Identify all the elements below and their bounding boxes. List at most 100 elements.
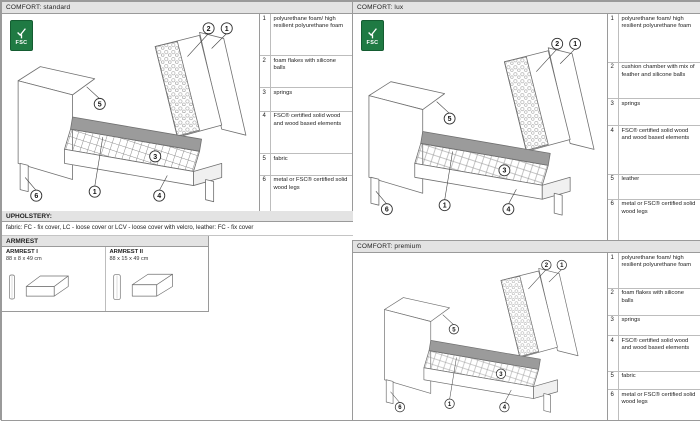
legend-item-text: metal or FSC® certified solid wood legs <box>273 177 348 191</box>
legend-item-text: FSC® certified solid wood and wood based… <box>621 337 690 352</box>
callout-1-top: 1 <box>569 37 582 50</box>
sofa-diagram-lux: FSC 2 1 5 3 1 4 <box>353 14 607 240</box>
sofa-leg-left <box>370 176 380 206</box>
base-side <box>193 162 223 186</box>
callout-leader-lines <box>375 48 576 205</box>
armrest-side-icon <box>112 274 121 300</box>
legend-item-text: polyurethane foam/ high resilient polyur… <box>621 15 692 30</box>
sofa-line-art <box>384 268 579 413</box>
callout-6: 6 <box>394 402 406 413</box>
upholstery-title: UPHOLSTERY: <box>6 212 52 220</box>
legend-item-text: FSC® certified solid wood and wood based… <box>273 113 342 127</box>
fsc-tree-icon <box>368 27 377 38</box>
sofa-leg-right <box>553 192 563 216</box>
legend-item-number: 5 <box>260 154 271 175</box>
sofa-leg-right <box>543 393 551 413</box>
foam-flakes-texture <box>500 275 540 357</box>
legend-item-number: 4 <box>608 126 619 174</box>
svg-text:4: 4 <box>503 405 507 411</box>
panel-title-lux: COMFORT: lux <box>353 2 700 14</box>
legend-item-text: springs <box>621 100 641 107</box>
upholstery-header: UPHOLSTERY: <box>2 211 353 222</box>
legend-item-text: springs <box>621 317 641 324</box>
legend-item-number: 3 <box>260 88 271 111</box>
armrest-name: ARMREST I <box>6 249 38 255</box>
sofa-cutaway-diagram: 2 1 5 3 1 4 6 <box>17 22 247 203</box>
foam-flakes-texture <box>154 41 200 137</box>
fsc-tree-icon <box>17 27 26 38</box>
legend-item-text: polyurethane foam/ high resilient polyur… <box>273 15 344 30</box>
comfort-premium-panel: COMFORT: premium 2 1 5 3 1 <box>352 240 700 421</box>
sofa-line-art <box>17 31 247 203</box>
legend-item-text: polyurethane foam/ high resilient polyur… <box>621 254 692 269</box>
svg-text:3: 3 <box>153 154 157 161</box>
svg-text:1: 1 <box>573 41 577 48</box>
svg-text:2: 2 <box>207 26 211 33</box>
upholstery-armrest-section: UPHOLSTERY: fabric: FC - fix cover, LC -… <box>1 211 353 421</box>
callout-6: 6 <box>380 203 393 216</box>
svg-text:1: 1 <box>225 26 229 33</box>
legend-item-text: fabric <box>621 373 636 380</box>
sofa-cutaway-diagram: 2 1 5 3 1 4 6 <box>368 37 595 216</box>
sofa-leg-left <box>385 379 394 405</box>
legend-item-text: fabric <box>273 155 288 162</box>
sofa-diagram-premium: 2 1 5 3 1 4 6 <box>353 253 607 420</box>
legend-item-number: 1 <box>608 253 619 288</box>
armrest-item-1: ARMREST I 88 x 8 x 49 cm <box>2 247 105 311</box>
svg-text:3: 3 <box>499 372 503 378</box>
svg-text:1: 1 <box>443 203 447 210</box>
sofa-line-art <box>368 47 595 216</box>
sofa-leg-left <box>19 162 29 193</box>
legend-item-number: 2 <box>608 62 619 99</box>
armrest-front <box>384 309 432 394</box>
armrest-side-icon <box>9 274 15 300</box>
callout-1-bottom: 1 <box>88 185 101 198</box>
legend-item-text: metal or FSC® certified solid wood legs <box>621 391 696 406</box>
callout-1-top: 1 <box>220 22 233 35</box>
svg-text:5: 5 <box>452 327 456 333</box>
legend-item-number: 6 <box>608 199 619 240</box>
callout-3: 3 <box>149 150 162 163</box>
legend-item-text: leather <box>621 176 640 183</box>
legend-item-number: 4 <box>608 336 619 371</box>
armrest-dimensions: 88 x 8 x 49 cm <box>6 256 42 262</box>
armrest-header: ARMREST <box>2 236 208 247</box>
legend-item-text: foam flakes with silicone balls <box>621 290 685 304</box>
legend-item-number: 3 <box>608 315 619 336</box>
armrest-title: ARMREST <box>6 237 39 245</box>
svg-text:6: 6 <box>398 405 402 411</box>
armrest-3d-drawing <box>131 273 173 297</box>
fsc-label: FSC <box>366 39 379 46</box>
panel-title-standard: COMFORT: standard <box>2 2 352 14</box>
comfort-lux-panel: COMFORT: lux FSC <box>352 1 700 241</box>
legend-item-number: 5 <box>608 174 619 199</box>
svg-text:6: 6 <box>34 193 38 200</box>
sofa-cutaway-diagram: 2 1 5 3 1 4 6 <box>384 259 579 413</box>
callout-3: 3 <box>498 164 511 177</box>
callout-leader-lines <box>390 269 562 404</box>
svg-text:1: 1 <box>448 402 452 408</box>
legend-item-number: 6 <box>260 175 271 211</box>
legend-item-number: 3 <box>608 99 619 126</box>
callout-4: 4 <box>499 402 510 413</box>
callout-leader-lines <box>24 33 227 191</box>
callout-5: 5 <box>93 97 106 110</box>
callout-5: 5 <box>443 112 456 125</box>
